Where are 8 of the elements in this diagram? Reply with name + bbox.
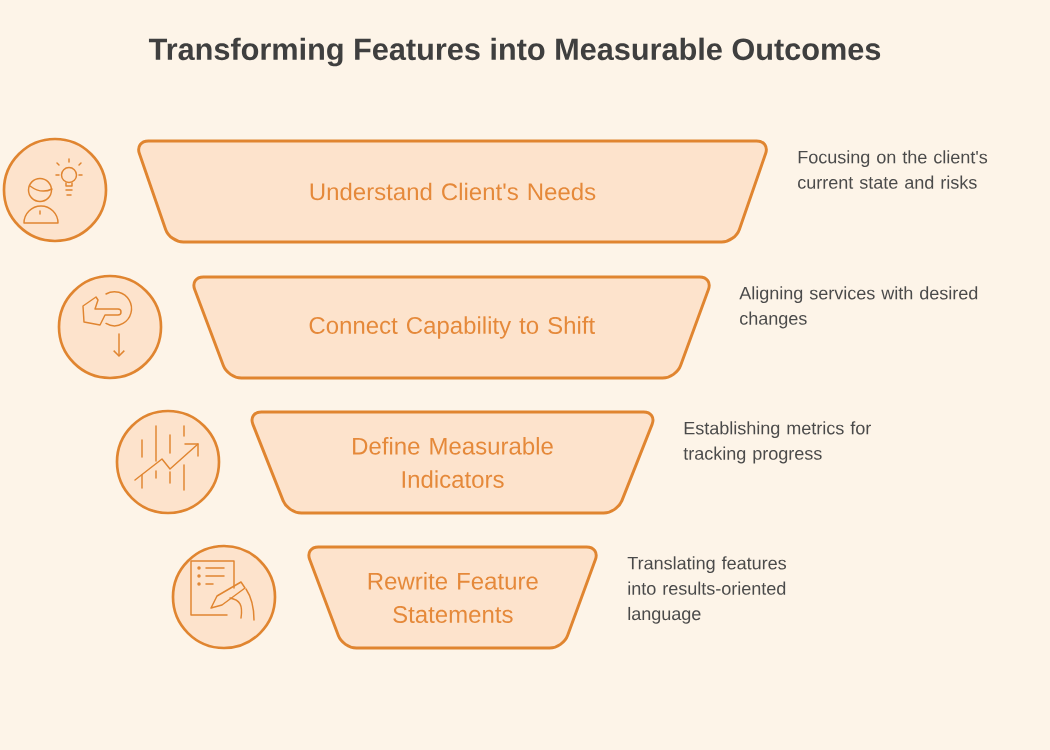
description: Focusing on the client's current state and risks [798,150,988,189]
description: Aligning services with desired changes [739,286,978,329]
description: Establishing metrics for tracking progress [683,421,871,464]
description: Translating features into results-oriented language [627,556,786,624]
title: Transforming Features into Measurable Outcomes [148,37,881,67]
funnel-band: Understand Client's Needs [137,139,768,244]
funnel-band: Define Measurable Indicators [250,410,655,515]
funnel-band: Connect Capability to Shift [192,275,711,380]
